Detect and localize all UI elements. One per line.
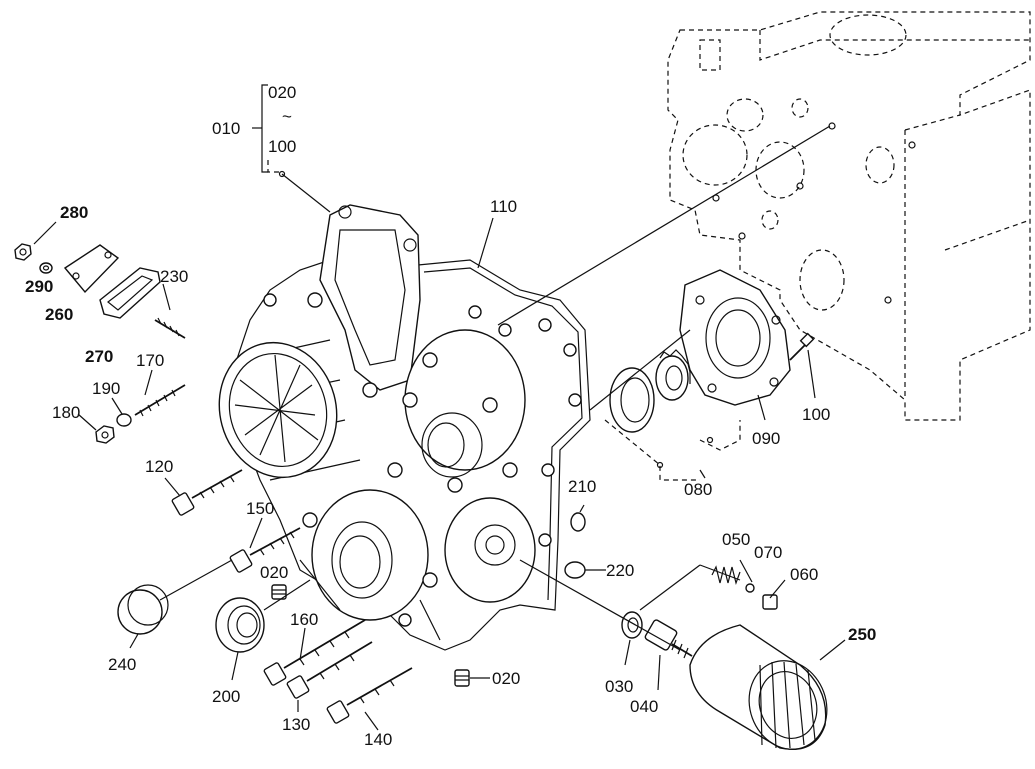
callout-190: 190: [92, 379, 120, 398]
callout-020-mid: 020: [260, 563, 288, 582]
callout-030: 030: [605, 677, 633, 696]
callout-080: 080: [684, 480, 712, 499]
callout-labels: 010 020 ~ 100 110 280 290 260 270 230 17…: [25, 83, 876, 749]
callout-040: 040: [630, 697, 658, 716]
nut-180: [95, 425, 115, 444]
callout-060: 060: [790, 565, 818, 584]
oil-pump-inner-rotor: [609, 349, 691, 433]
o-ring-210: [570, 512, 586, 532]
gasket-270: [99, 267, 161, 319]
ribbed-cover: [218, 341, 338, 479]
callout-170: 170: [136, 351, 164, 370]
bolt-130: [286, 641, 373, 699]
callout-120: 120: [145, 457, 173, 476]
callout-150: 150: [246, 499, 274, 518]
oil-pump-cover: [679, 269, 791, 406]
fitting-040: [644, 619, 693, 659]
callout-180: 180: [52, 403, 80, 422]
plug-020-mid: [271, 584, 287, 600]
callout-210: 210: [568, 477, 596, 496]
callout-280: 280: [60, 203, 88, 222]
bolt-100-right: [789, 332, 815, 361]
seal-200: [215, 597, 265, 653]
callout-220: 220: [606, 561, 634, 580]
callout-270: 270: [85, 347, 113, 366]
callout-090: 090: [752, 429, 780, 448]
stud-170: [134, 384, 186, 417]
bolt-140: [326, 667, 413, 724]
callout-010: 010: [212, 119, 240, 138]
callout-070: 070: [754, 543, 782, 562]
stud-230: [154, 317, 186, 339]
plug-060: [762, 594, 778, 610]
callout-050: 050: [722, 530, 750, 549]
callout-240: 240: [108, 655, 136, 674]
washer-190: [116, 413, 132, 427]
callout-200: 200: [212, 687, 240, 706]
nut-280: [14, 243, 32, 261]
bolt-150: [229, 527, 301, 573]
plate-260: [63, 244, 120, 294]
bolt-120: [171, 469, 243, 516]
gear-case-housing: [229, 204, 591, 651]
ball-070: [745, 583, 755, 593]
callout-140: 140: [364, 730, 392, 749]
callout-230: 230: [160, 267, 188, 286]
washer-290: [39, 262, 53, 274]
cap-240: [117, 584, 169, 635]
callout-250: 250: [848, 625, 876, 644]
bolt-160: [263, 619, 366, 686]
o-ring-220: [564, 561, 586, 579]
callout-130: 130: [282, 715, 310, 734]
plug-020-bot: [454, 669, 470, 687]
oil-filter-250: [689, 624, 828, 750]
washer-030: [621, 611, 643, 639]
callout-290: 290: [25, 277, 53, 296]
callout-160: 160: [290, 610, 318, 629]
callout-100-right: 100: [802, 405, 830, 424]
callout-tilde: ~: [282, 107, 292, 126]
callout-020-top: 020: [268, 83, 296, 102]
callout-260: 260: [45, 305, 73, 324]
callout-100-top: 100: [268, 137, 296, 156]
callout-110: 110: [490, 197, 517, 216]
callout-020-bot: 020: [492, 669, 520, 688]
leader-lines: [33, 84, 846, 731]
housing-bolt-bosses: [263, 292, 582, 627]
